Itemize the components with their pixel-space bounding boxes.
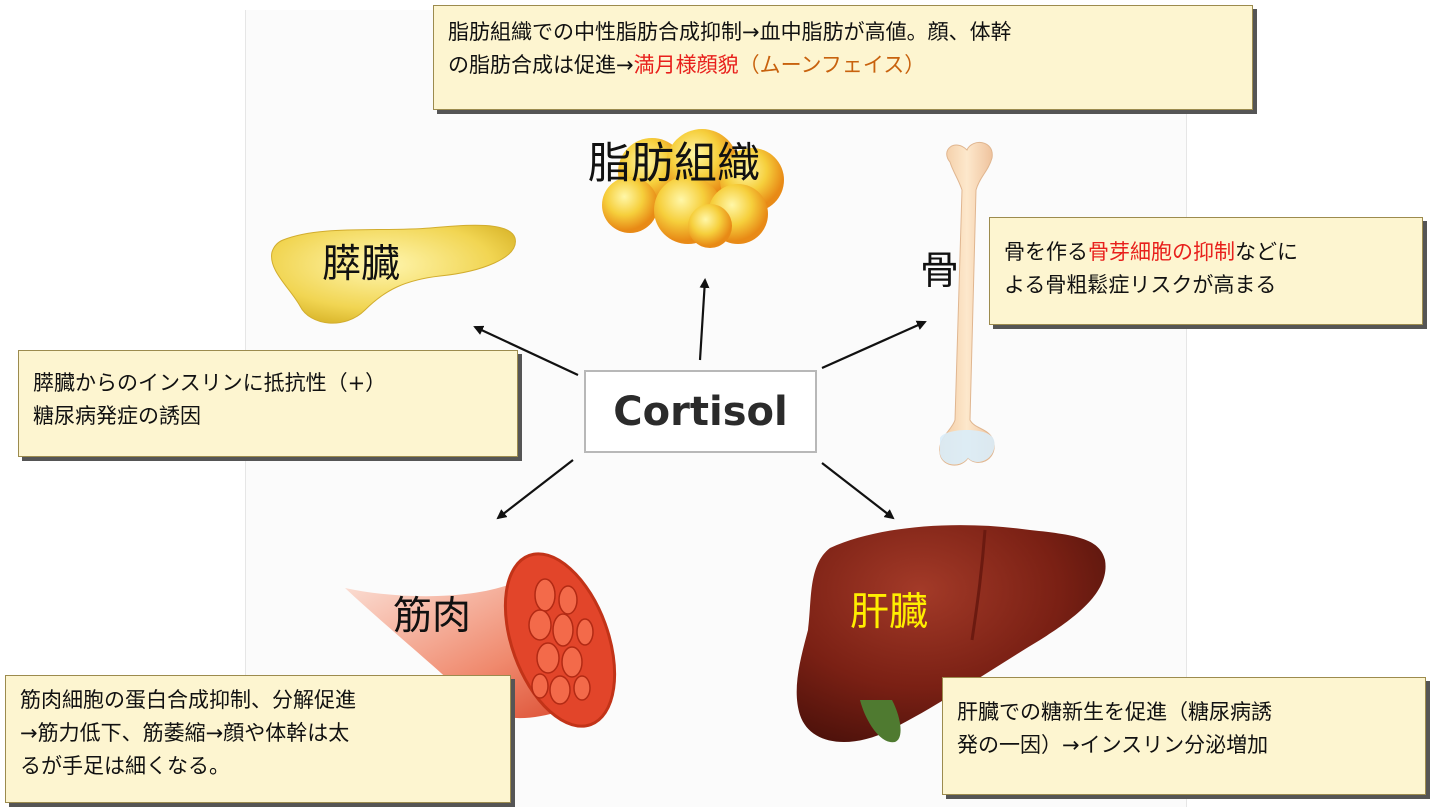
arrow-to-muscle	[498, 460, 573, 518]
note-muscle-line3: るが手足は細くなる。	[20, 750, 496, 783]
note-bone: 骨を作る骨芽細胞の抑制などに よる骨粗鬆症リスクが高まる	[989, 217, 1423, 325]
note-bone-line1-prefix: 骨を作る	[1004, 240, 1088, 264]
organ-label-pancreas: 膵臓	[322, 245, 400, 284]
arrow-to-liver	[822, 463, 893, 518]
arrow-to-adipose	[700, 280, 705, 360]
note-muscle-line2: →筋力低下、筋萎縮→顔や体幹は太	[20, 717, 496, 750]
note-muscle: 筋肉細胞の蛋白合成抑制、分解促進 →筋力低下、筋萎縮→顔や体幹は太 るが手足は細…	[5, 675, 511, 803]
organ-label-bone: 骨	[920, 252, 959, 291]
note-liver-line2: 発の一因）→インスリン分泌増加	[957, 729, 1411, 762]
organ-label-adipose: 脂肪組織	[588, 143, 760, 186]
arrow-to-bone	[822, 322, 925, 368]
note-bone-line1-suffix: などに	[1235, 240, 1298, 264]
note-bone-line1: 骨を作る骨芽細胞の抑制などに	[1004, 236, 1408, 269]
note-pancreas: 膵臓からのインスリンに抵抗性（+） 糖尿病発症の誘因	[18, 350, 518, 457]
note-adipose-line1: 脂肪組織での中性脂肪合成抑制→血中脂肪が高値。顔、体幹	[448, 16, 1238, 49]
note-pancreas-line1: 膵臓からのインスリンに抵抗性（+）	[33, 367, 503, 400]
note-liver: 肝臓での糖新生を促進（糖尿病誘 発の一因）→インスリン分泌増加	[942, 677, 1426, 795]
note-bone-line2: よる骨粗鬆症リスクが高まる	[1004, 269, 1408, 302]
note-adipose-line2-prefix: の脂肪合成は促進→	[448, 53, 634, 77]
note-adipose-line2: の脂肪合成は促進→満月様顔貌（ムーンフェイス）	[448, 49, 1238, 82]
cortisol-box: Cortisol	[584, 370, 817, 453]
bone-illustration	[940, 142, 995, 465]
note-bone-highlight-osteoblast: 骨芽細胞の抑制	[1088, 240, 1235, 264]
note-muscle-line1: 筋肉細胞の蛋白合成抑制、分解促進	[20, 684, 496, 717]
note-adipose-highlight-moonface-kana: （ムーンフェイス）	[739, 53, 926, 77]
note-adipose: 脂肪組織での中性脂肪合成抑制→血中脂肪が高値。顔、体幹 の脂肪合成は促進→満月様…	[433, 5, 1253, 110]
note-adipose-highlight-moonface: 満月様顔貌	[634, 53, 739, 77]
organ-label-muscle: 筋肉	[393, 597, 471, 636]
note-liver-line1: 肝臓での糖新生を促進（糖尿病誘	[957, 696, 1411, 729]
organ-label-liver: 肝臓	[850, 593, 928, 632]
note-pancreas-line2: 糖尿病発症の誘因	[33, 400, 503, 433]
